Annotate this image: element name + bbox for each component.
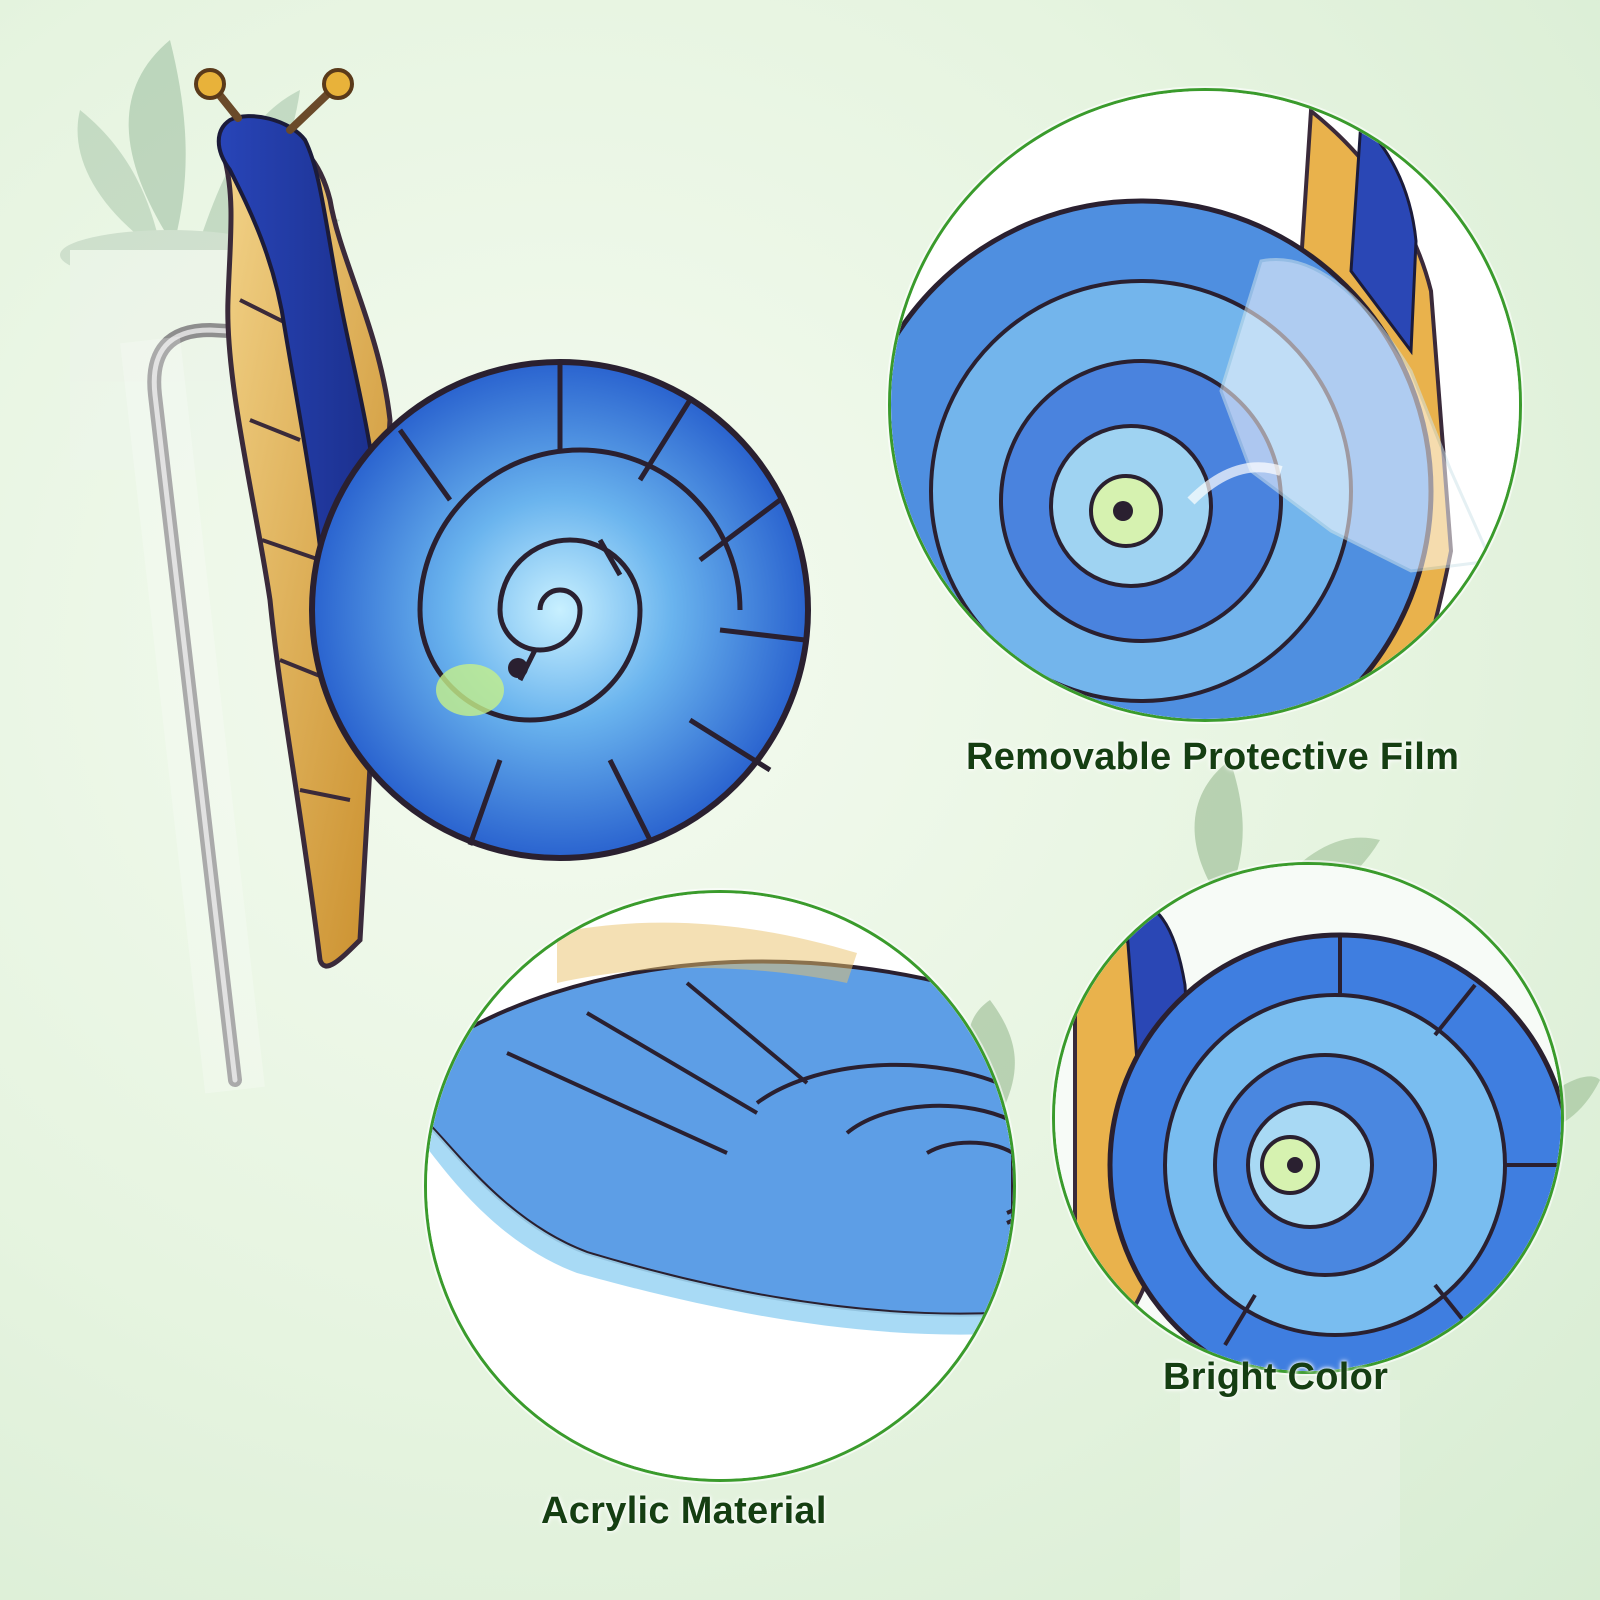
zoom-circle-bright-color: [1052, 862, 1564, 1374]
metal-stake: [120, 322, 307, 1094]
caption-removable-protective-film: Removable Protective Film: [966, 736, 1460, 778]
zoom-circle-protective-film: [888, 88, 1522, 722]
caption-acrylic-material: Acrylic Material: [541, 1490, 827, 1532]
snail-shell: [309, 359, 811, 861]
zoom-circle-acrylic-material: [424, 890, 1016, 1482]
snail-antennae: [194, 68, 354, 134]
caption-bright-color: Bright Color: [1163, 1356, 1389, 1398]
